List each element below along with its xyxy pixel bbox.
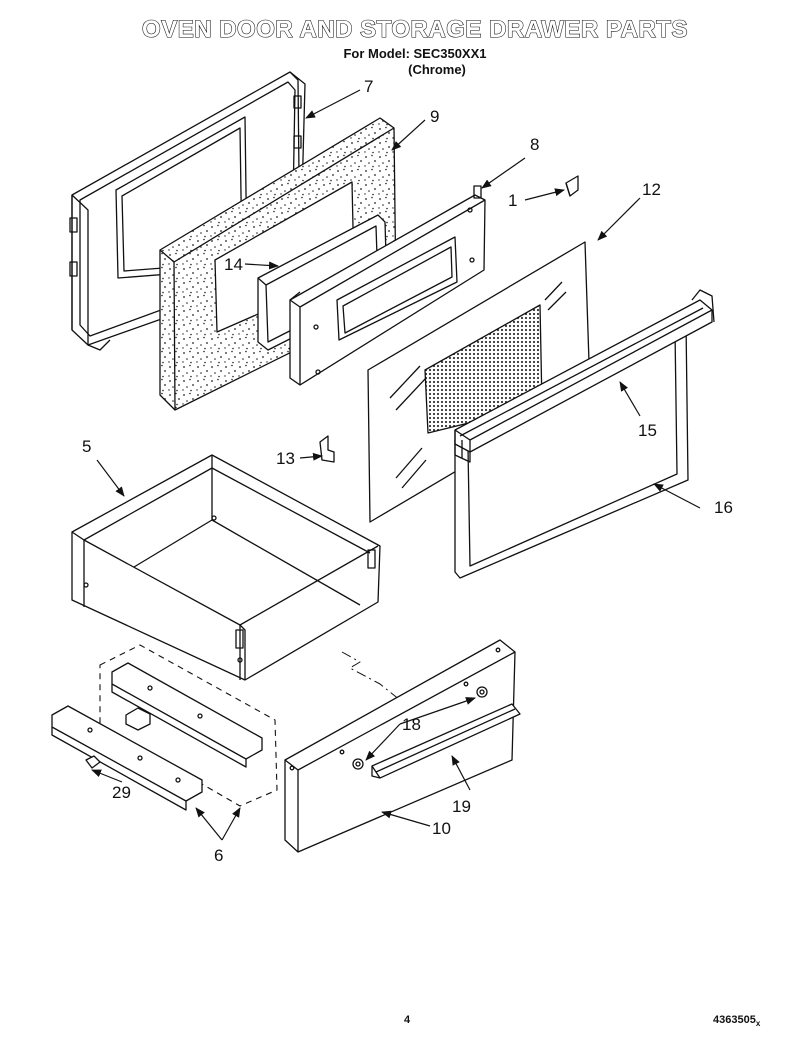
part-small-bracket — [319, 435, 335, 463]
alignment-guide-line — [341, 651, 401, 701]
document-number: 4363505x — [713, 1014, 760, 1028]
part-drawer-handle — [371, 703, 521, 779]
page-title: OVEN DOOR AND STORAGE DRAWER PARTS — [141, 15, 688, 43]
document-number-value: 4363505 — [713, 1014, 756, 1026]
callout-1: 1 — [508, 191, 517, 210]
part-drawer-rails — [51, 662, 263, 811]
part-6-group-outline — [99, 644, 278, 807]
document-number-suffix: x — [755, 1019, 761, 1029]
callout-9: 9 — [430, 107, 439, 126]
callout-19: 19 — [452, 797, 471, 816]
callout-6: 6 — [214, 846, 223, 865]
callout-15: 15 — [638, 421, 657, 440]
page-number: 4 — [404, 1014, 411, 1026]
callout-labels: 7 9 8 1 12 14 5 13 15 16 18 19 10 29 6 — [82, 77, 733, 865]
callout-7: 7 — [364, 77, 373, 96]
callout-16: 16 — [714, 498, 733, 517]
part-inner-door-panel — [289, 185, 486, 386]
callout-18: 18 — [402, 715, 421, 734]
part-door-handle — [454, 289, 715, 463]
callout-10: 10 — [432, 819, 451, 838]
callout-14: 14 — [224, 255, 243, 274]
finish-line: (Chrome) — [408, 62, 466, 77]
part-clip — [565, 175, 579, 197]
callout-29: 29 — [112, 783, 131, 802]
leader-lines — [91, 89, 701, 841]
callout-8: 8 — [530, 135, 539, 154]
model-number-line: For Model: SEC350XX1 — [343, 46, 487, 61]
callout-12: 12 — [642, 180, 661, 199]
part-drawer-front — [284, 639, 516, 853]
callout-13: 13 — [276, 449, 295, 468]
callout-5: 5 — [82, 437, 91, 456]
part-drawer-box — [71, 454, 381, 681]
part-handle-mounts — [352, 686, 488, 770]
